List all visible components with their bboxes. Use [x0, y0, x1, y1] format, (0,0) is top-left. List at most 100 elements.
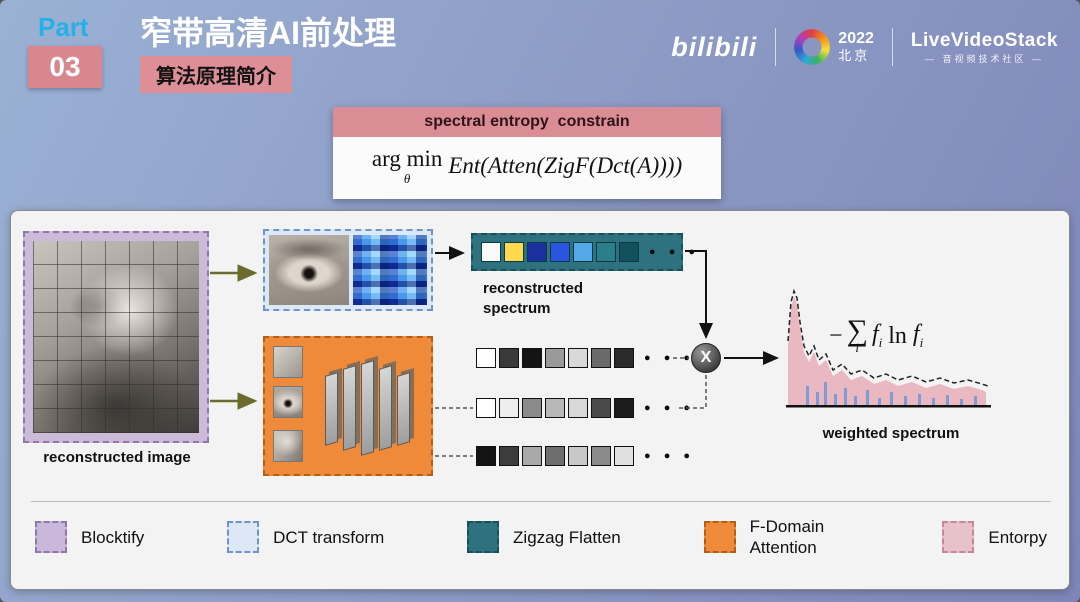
conference-city: 北京 [838, 47, 871, 63]
legend-label: DCT transform [273, 527, 385, 547]
legend-item-f-domain-attention: F-Domain Attention [703, 516, 860, 559]
spectrum-cell [619, 242, 639, 262]
constraint-title: spectral entropy constrain [333, 107, 721, 137]
entropy-envelope [787, 288, 989, 387]
ellipsis-dots: ● ● ● [644, 450, 696, 462]
spectrum-cell [476, 348, 496, 368]
spectrum-cell [591, 348, 611, 368]
entropy-area [788, 296, 986, 406]
face-image [33, 241, 199, 433]
reconstructed-spectrum-row: ● ● ● [471, 233, 695, 271]
image-patch-2 [273, 386, 303, 418]
legend-label: F-Domain Attention [749, 517, 825, 558]
zigzag-flatten-swatch [467, 521, 500, 554]
f-domain-attention-block [263, 336, 433, 476]
weighted-spectrum-plot [786, 288, 991, 408]
argmin-operator: arg min θ [371, 146, 443, 186]
spectrum-cell [476, 446, 496, 466]
part-label: Part [38, 12, 89, 42]
livevideostack-logo: LiveVideoStack — 音视频技术社区 — [911, 29, 1058, 65]
logo-separator [775, 28, 777, 66]
conference-year: 2022 [838, 30, 874, 48]
dct-transform-swatch [227, 521, 260, 554]
spectrum-cell [596, 242, 616, 262]
spectrum-cell [522, 446, 542, 466]
legend-item-zigzag-flatten: Zigzag Flatten [467, 521, 621, 554]
diagram-panel: reconstructed image ● ● ● reconstructed … [10, 210, 1070, 590]
constraint-expression: Ent(Atten(ZigF(Dct(A)))) [448, 153, 683, 178]
spectrum-cell [504, 242, 524, 262]
image-patch-3 [273, 430, 303, 462]
legend-label: Entorpy [988, 527, 1047, 547]
livevideostack-tagline: — 音视频技术社区 — [924, 53, 1044, 64]
part-number-badge: 03 [28, 46, 102, 88]
legend-item-entorpy: Entorpy [942, 521, 1047, 554]
conference-ring-icon [794, 29, 831, 65]
multiply-node: X [691, 343, 721, 373]
blocktify-swatch [35, 521, 67, 554]
spectrum-cell [522, 398, 542, 418]
sigma-operator: ∑ i [846, 314, 868, 355]
spectrum-cell [499, 398, 519, 418]
ellipsis-dots: ● ● ● [644, 352, 696, 364]
spectrum-cell [545, 398, 565, 418]
cnn-layers-icon [325, 354, 425, 466]
part-number: 03 [49, 51, 81, 82]
entorpy-swatch [942, 521, 975, 554]
attention-cells-1 [476, 348, 634, 368]
spectrum-cell [499, 446, 519, 466]
spectrum-cell [550, 242, 570, 262]
legend-label: Zigzag Flatten [513, 527, 621, 547]
plot-baseline [786, 405, 991, 408]
weighted-spectrum-label: weighted spectrum [822, 425, 960, 442]
logo-bar: bilibili 2022 北京 LiveVideoStack — 音视频技术社… [671, 28, 1058, 66]
spectrum-cell [568, 398, 588, 418]
attention-row-2: ● ● ● [476, 398, 695, 418]
arrow-spectrum-to-multiply [685, 250, 713, 339]
conference-logo: 2022 北京 [794, 29, 874, 65]
f-domain-attention-swatch [703, 521, 736, 554]
slide-subtitle: 算法原理简介 [140, 56, 292, 93]
reconstructed-image-block [23, 231, 209, 443]
ellipsis-dots: ● ● ● [644, 402, 696, 414]
spectrum-cell [499, 348, 519, 368]
entropy-formula: − ∑ i fi ln fi [829, 314, 924, 355]
image-patch-1 [273, 346, 303, 378]
legend-item-dct-transform: DCT transform [227, 521, 385, 554]
attention-cells-3 [476, 446, 634, 466]
spectrum-cell [591, 398, 611, 418]
spectrum-cell [614, 348, 634, 368]
logo-separator [891, 28, 893, 66]
bilibili-logo: bilibili [671, 31, 758, 62]
spectrum-bars [806, 382, 977, 406]
spectrum-cell [614, 446, 634, 466]
eye-patch-image [269, 235, 349, 305]
spectrum-cell [481, 242, 501, 262]
attention-cells-2 [476, 398, 634, 418]
legend-item-blocktify: Blocktify [35, 521, 145, 554]
spectrum-cell [568, 446, 588, 466]
slide-title: 窄带高清AI前处理 [140, 15, 397, 51]
ellipsis-dots: ● ● ● [649, 246, 701, 258]
spectrum-cells [481, 242, 639, 262]
attention-row-1: ● ● ● [476, 348, 695, 368]
constraint-formula: arg min θ Ent(Atten(ZigF(Dct(A)))) [333, 137, 721, 199]
reconstructed-spectrum-label: reconstructed spectrum [483, 280, 584, 317]
legend: Blocktify DCT transform Zigzag Flatten F-Do… [35, 516, 1047, 559]
reconstructed-image-label: reconstructed image [43, 449, 191, 466]
spectrum-cell [476, 398, 496, 418]
spectrum-cell [545, 348, 565, 368]
legend-divider [31, 501, 1051, 502]
dct-transform-block [263, 229, 433, 311]
dct-spectrum-image [353, 235, 427, 305]
spectrum-cell [527, 242, 547, 262]
spectrum-cell [522, 348, 542, 368]
spectrum-cell [614, 398, 634, 418]
livevideostack-name: LiveVideoStack [910, 29, 1058, 51]
legend-label: Blocktify [81, 527, 145, 547]
spectrum-cell [568, 348, 588, 368]
spectrum-cell [591, 446, 611, 466]
spectrum-cell [545, 446, 565, 466]
spectrum-cell [573, 242, 593, 262]
